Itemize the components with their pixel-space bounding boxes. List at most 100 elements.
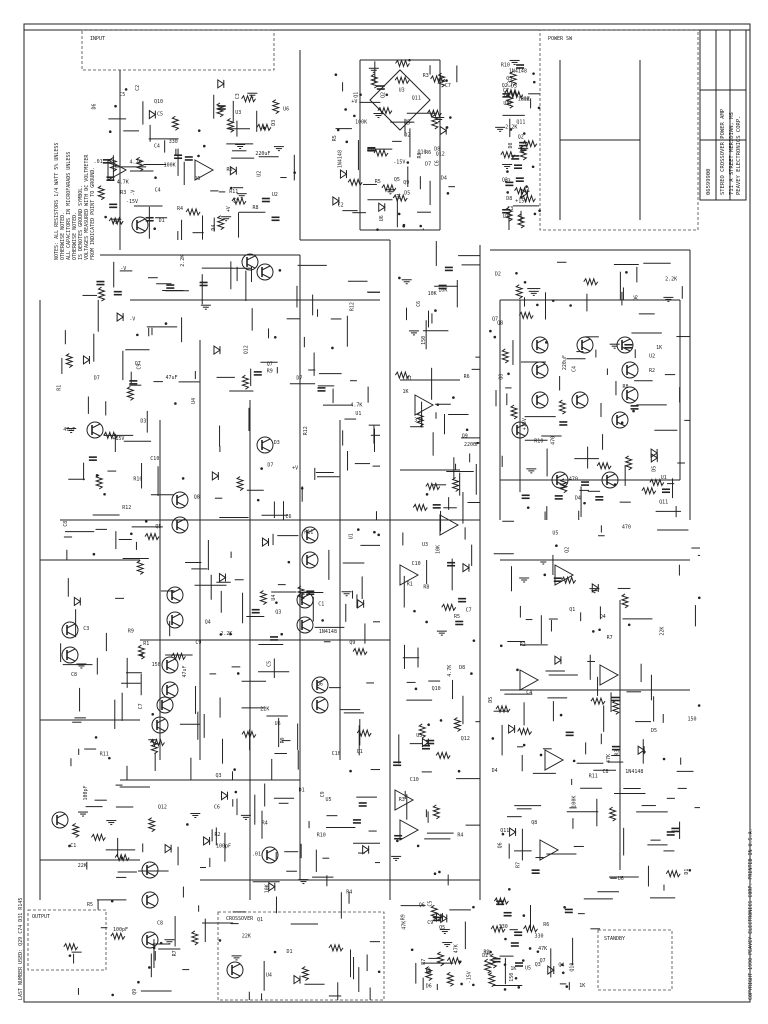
notes-line-3: OTHERWISE NOTED. — [72, 212, 78, 260]
junction-dot — [526, 506, 530, 510]
op-amp — [394, 789, 415, 811]
component-label: R1 — [143, 641, 149, 647]
component-label: Q10 — [570, 963, 576, 972]
component-label: -V — [129, 317, 135, 323]
junction-dot — [625, 271, 628, 274]
component-label: 47K — [606, 754, 612, 763]
junction-dot — [538, 209, 541, 213]
junction-dot — [522, 914, 526, 917]
component-label: C10 — [412, 561, 421, 567]
component-label: +V — [292, 466, 298, 472]
junction-dot — [509, 128, 513, 131]
transistor — [61, 621, 79, 639]
transistor-collector — [161, 698, 171, 704]
resistor — [149, 739, 159, 755]
junction-dot — [148, 966, 151, 969]
label-crossover: CROSSOVER — [226, 916, 254, 922]
component-label: D7 — [94, 375, 100, 381]
resistor — [412, 502, 428, 512]
junction-dot — [181, 477, 185, 480]
resistor — [500, 348, 510, 364]
component-label: U5 — [552, 530, 558, 536]
resistor — [110, 931, 126, 941]
component-label: .01 — [94, 159, 103, 165]
component-label: Q7 — [267, 361, 273, 367]
component-label: R10 — [501, 63, 510, 69]
component-label: C10 — [150, 456, 159, 462]
component-label: Q9 — [462, 434, 468, 440]
transistor — [86, 421, 104, 439]
junction-dot — [376, 228, 379, 231]
junction-dot — [569, 304, 572, 307]
transistor-emitter — [66, 656, 76, 662]
resistor — [583, 277, 599, 287]
component-label: R11 — [589, 773, 598, 779]
component-label: R6 — [227, 167, 233, 173]
transistor — [51, 811, 69, 829]
transistor — [611, 411, 629, 429]
junction-dot — [507, 372, 510, 376]
resistor — [624, 455, 634, 471]
component-label: -15V — [467, 971, 473, 983]
junction-dot — [503, 963, 507, 966]
transistor-emitter — [156, 726, 166, 732]
resistor — [509, 404, 519, 420]
junction-dot — [434, 309, 437, 312]
component-label: 4.7K — [117, 179, 129, 185]
component-label: C6 — [416, 301, 422, 307]
diode — [650, 448, 659, 458]
component-label: Q11 — [500, 828, 509, 834]
component-label: C4 — [154, 144, 160, 150]
component-label: U2 — [649, 353, 655, 359]
junction-dot — [108, 756, 111, 760]
component-label: Q5 — [394, 177, 400, 183]
component-label: R12 — [349, 302, 355, 311]
transistor — [601, 471, 619, 489]
component-label: D5 — [652, 466, 658, 472]
component-label: R12 — [521, 97, 530, 103]
junction-dot — [457, 769, 461, 773]
junction-dot — [321, 619, 324, 622]
component-label: 470 — [569, 477, 578, 483]
component-label: .01 — [403, 376, 412, 382]
component-label: 100K — [355, 120, 367, 126]
component-label: Q1 — [357, 749, 363, 755]
diode — [211, 471, 220, 481]
component-label: 1N4148 — [337, 150, 343, 168]
resistor — [394, 75, 410, 85]
transistor — [156, 696, 174, 714]
component-label: 10K — [264, 884, 270, 893]
transistor-emitter — [301, 601, 311, 607]
junction-dot — [697, 596, 701, 600]
resistor — [596, 461, 612, 471]
component-label: R11 — [229, 189, 238, 195]
transistor-collector — [261, 265, 271, 271]
junction-dot — [533, 212, 537, 216]
title-company: PEAVEY ELECTRONICS CORP. — [736, 116, 742, 195]
component-label: U1 — [661, 475, 667, 481]
diode — [82, 355, 91, 365]
component-label: C1 — [318, 602, 324, 608]
junction-dot — [522, 132, 526, 135]
junction-dot — [174, 402, 177, 405]
component-label: U6 — [379, 215, 385, 221]
junction-dot — [465, 428, 469, 432]
component-label: R5 — [332, 135, 338, 141]
diode — [421, 737, 430, 748]
resistor — [190, 930, 200, 946]
component-label: -V — [120, 266, 126, 272]
resistor — [500, 150, 516, 160]
component-label: C1 — [524, 187, 530, 193]
transistor — [61, 646, 79, 664]
transistor-emitter — [261, 273, 271, 279]
junction-dot — [491, 737, 495, 740]
component-label: R2 — [649, 368, 655, 374]
component-label: Q4 — [505, 101, 511, 107]
resistor — [590, 696, 606, 706]
component-label: C10 — [332, 751, 341, 757]
junction-dot — [520, 147, 523, 151]
junction-dot — [560, 963, 564, 967]
transistor — [256, 263, 274, 281]
component-label: D7 — [296, 376, 302, 382]
component-label: D6 — [92, 103, 98, 109]
